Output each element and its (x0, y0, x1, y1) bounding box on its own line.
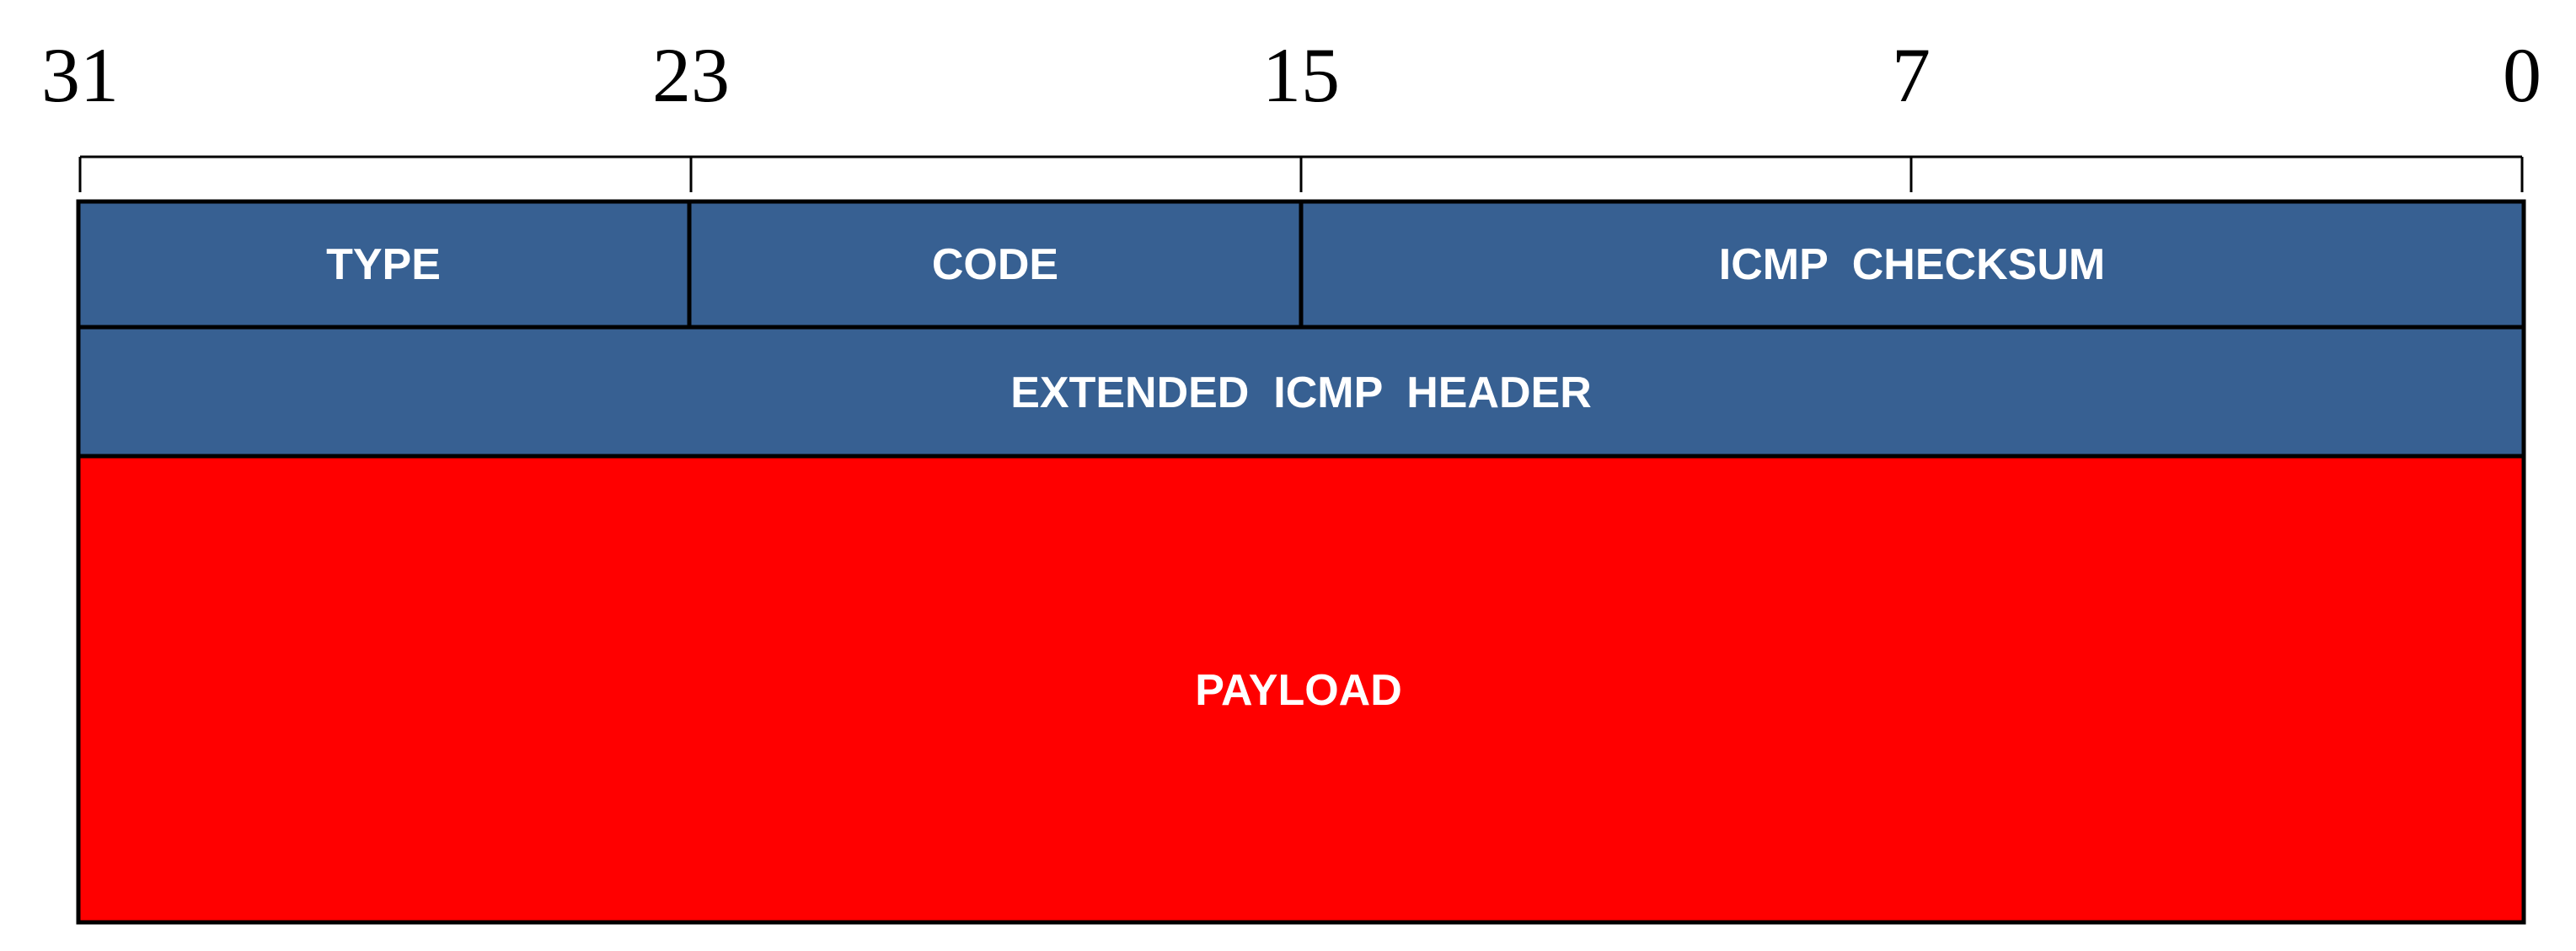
type-field-label: TYPE (326, 240, 441, 289)
extended-header-field (76, 325, 2526, 459)
payload-field (76, 454, 2526, 925)
code-field-label: CODE (932, 240, 1058, 289)
bit-label-31: 31 (41, 32, 119, 118)
checksum-field (1299, 199, 2526, 330)
payload-label: PAYLOAD (1195, 666, 1402, 715)
header-row-2: EXTENDED ICMP HEADER (76, 325, 2526, 459)
payload-section: PAYLOAD (76, 454, 2526, 925)
checksum-field-label: ICMP CHECKSUM (1719, 240, 2105, 289)
bit-label-0: 0 (2503, 32, 2541, 118)
bit-ruler: 31 23 15 7 0 (41, 32, 2541, 192)
header-row-1: TYPE CODE ICMP CHECKSUM (76, 199, 2526, 330)
bit-label-23: 23 (652, 32, 730, 118)
bit-label-15: 15 (1262, 32, 1340, 118)
extended-header-label: EXTENDED ICMP HEADER (1010, 368, 1592, 417)
bit-label-7: 7 (1892, 32, 1931, 118)
